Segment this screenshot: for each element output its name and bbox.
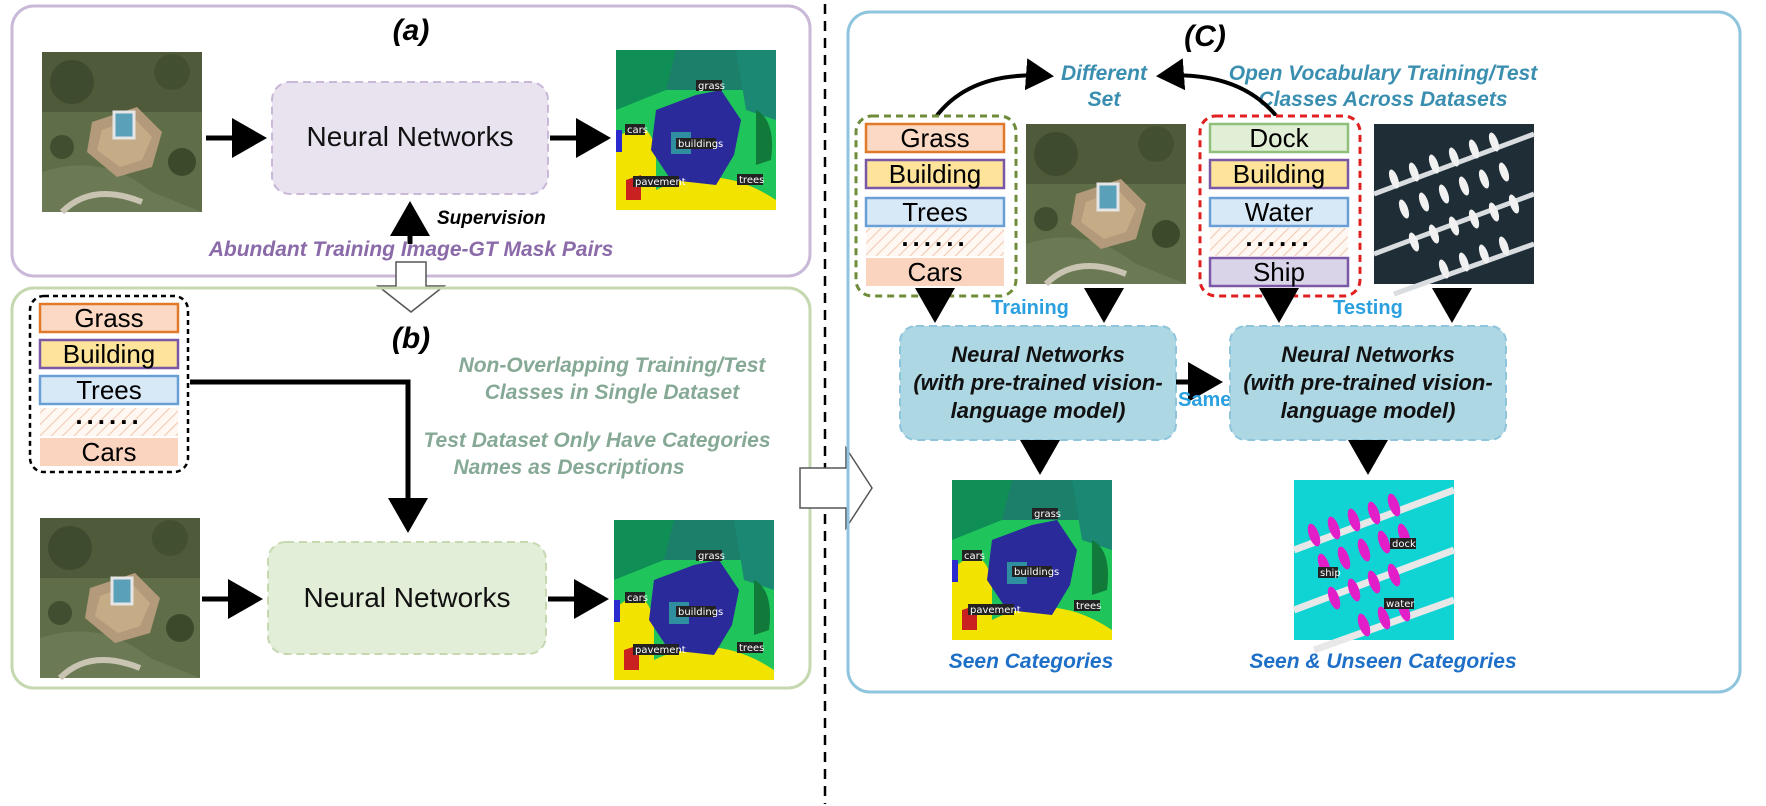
mask-label-cars: cars	[964, 551, 985, 562]
panel-a-label: (a)	[393, 14, 430, 47]
train-class-list: Grass Building Trees ...... Cars	[854, 114, 1018, 298]
same-label: Same	[1178, 389, 1231, 411]
train-class-grass: Grass	[900, 123, 969, 153]
seen-unseen-categories-label: Seen & Unseen Categories	[1249, 650, 1516, 673]
test-class-list: Dock Building Water ...... Ship	[1198, 114, 1362, 298]
train-network-title: Neural Networks	[951, 342, 1125, 367]
network-label-a: Neural Networks	[307, 121, 514, 152]
mask-image-b: grass cars buildings pavement trees	[614, 520, 774, 680]
train-class-trees: Trees	[902, 197, 968, 227]
test-network-sub-2: language model)	[1281, 398, 1456, 423]
test-class-building: Building	[1233, 159, 1326, 189]
different-set-label-1: Different	[1061, 62, 1148, 85]
test-class-ship: Ship	[1253, 257, 1305, 287]
test-network-sub-1: (with pre-trained vision-	[1243, 370, 1492, 395]
open-vocab-label-1: Open Vocabulary Training/Test	[1229, 62, 1538, 85]
test-harbor-image	[1374, 124, 1534, 294]
train-class-ellipsis: ......	[901, 222, 968, 252]
mask-image-a: grass cars buildings pavement trees	[616, 50, 776, 210]
class-name-trees: Trees	[76, 375, 142, 405]
train-chip-building	[864, 158, 1006, 190]
test-network-title: Neural Networks	[1281, 342, 1455, 367]
input-aerial-image-b	[40, 518, 200, 678]
mask-label-grass: grass	[1034, 509, 1061, 520]
class-ellipsis: ......	[75, 400, 142, 430]
class-chip-grass	[38, 302, 180, 334]
class-name-building: Building	[63, 339, 156, 369]
mask-label-trees: trees	[739, 175, 764, 186]
panel-b-note-1b: Classes in Single Dataset	[485, 381, 740, 404]
test-class-dock: Dock	[1249, 123, 1309, 153]
test-mask-output: dock ship water	[1294, 480, 1454, 650]
mask-label-pavement: pavement	[635, 177, 686, 188]
class-to-network-arrow	[190, 379, 428, 533]
class-list-b: Grass Building Trees ...... Cars	[28, 294, 190, 474]
mask-label-grass: grass	[698, 551, 725, 562]
arrow-test-set-to-different	[1156, 58, 1280, 120]
train-mask-output: grass cars buildings pavement trees	[952, 480, 1112, 640]
seen-categories-label: Seen Categories	[949, 650, 1114, 673]
class-name-cars: Cars	[82, 437, 137, 467]
training-label: Training	[991, 297, 1069, 319]
mask-label-cars: cars	[627, 125, 648, 136]
mask-label-pavement: pavement	[635, 645, 686, 656]
test-class-ellipsis: ......	[1245, 222, 1312, 252]
open-vocab-label-2: Classes Across Datasets	[1258, 88, 1507, 111]
mask-label-cars: cars	[627, 593, 648, 604]
panel-b-note-2: Test Dataset Only Have Categories	[423, 429, 770, 452]
class-chip-building	[38, 338, 180, 370]
train-chip-cars	[866, 258, 1004, 286]
supervision-label: Supervision	[437, 208, 546, 229]
train-chip-grass	[864, 122, 1006, 154]
network-label-b: Neural Networks	[304, 582, 511, 613]
mask-label-pavement: pavement	[970, 605, 1021, 616]
different-set-label-2: Set	[1088, 88, 1122, 111]
mask-label-grass: grass	[698, 81, 725, 92]
class-chip-cars	[40, 438, 178, 466]
mask-label-buildings: buildings	[678, 139, 723, 150]
panel-b-label: (b)	[392, 322, 430, 355]
class-name-grass: Grass	[74, 303, 143, 333]
panel-c-label: (C)	[1184, 20, 1226, 53]
testing-label: Testing	[1333, 297, 1403, 319]
input-aerial-image-a	[42, 52, 202, 212]
mask-label-ship: ship	[1320, 568, 1341, 579]
panel-b-note-2b: Names as Descriptions	[453, 456, 684, 479]
panel-b-note-1: Non-Overlapping Training/Test	[459, 354, 767, 377]
transition-arrow-b-c	[799, 445, 873, 531]
panel-c	[846, 10, 1742, 694]
arrow-train-set-to-different	[933, 58, 1054, 120]
train-network-sub-2: language model)	[951, 398, 1126, 423]
train-chip-trees	[864, 196, 1006, 228]
test-class-water: Water	[1245, 197, 1314, 227]
train-network-sub-1: (with pre-trained vision-	[913, 370, 1162, 395]
test-chip-ship	[1208, 256, 1350, 288]
test-chip-water	[1208, 196, 1350, 228]
mask-label-buildings: buildings	[1014, 567, 1059, 578]
network-box-a	[271, 81, 549, 195]
test-chip-building	[1208, 158, 1350, 190]
test-chip-dock	[1208, 122, 1350, 154]
panel-a-note: Abundant Training Image-GT Mask Pairs	[208, 238, 614, 261]
mask-label-trees: trees	[739, 643, 764, 654]
mask-label-buildings: buildings	[678, 607, 723, 618]
network-box-b	[267, 541, 547, 655]
mask-label-dock: dock	[1392, 539, 1416, 550]
class-chip-trees	[38, 374, 180, 406]
train-aerial-image	[1026, 124, 1186, 284]
mask-label-water: water	[1386, 599, 1415, 610]
mask-label-trees: trees	[1076, 601, 1101, 612]
train-class-cars: Cars	[908, 257, 963, 287]
train-class-building: Building	[889, 159, 982, 189]
